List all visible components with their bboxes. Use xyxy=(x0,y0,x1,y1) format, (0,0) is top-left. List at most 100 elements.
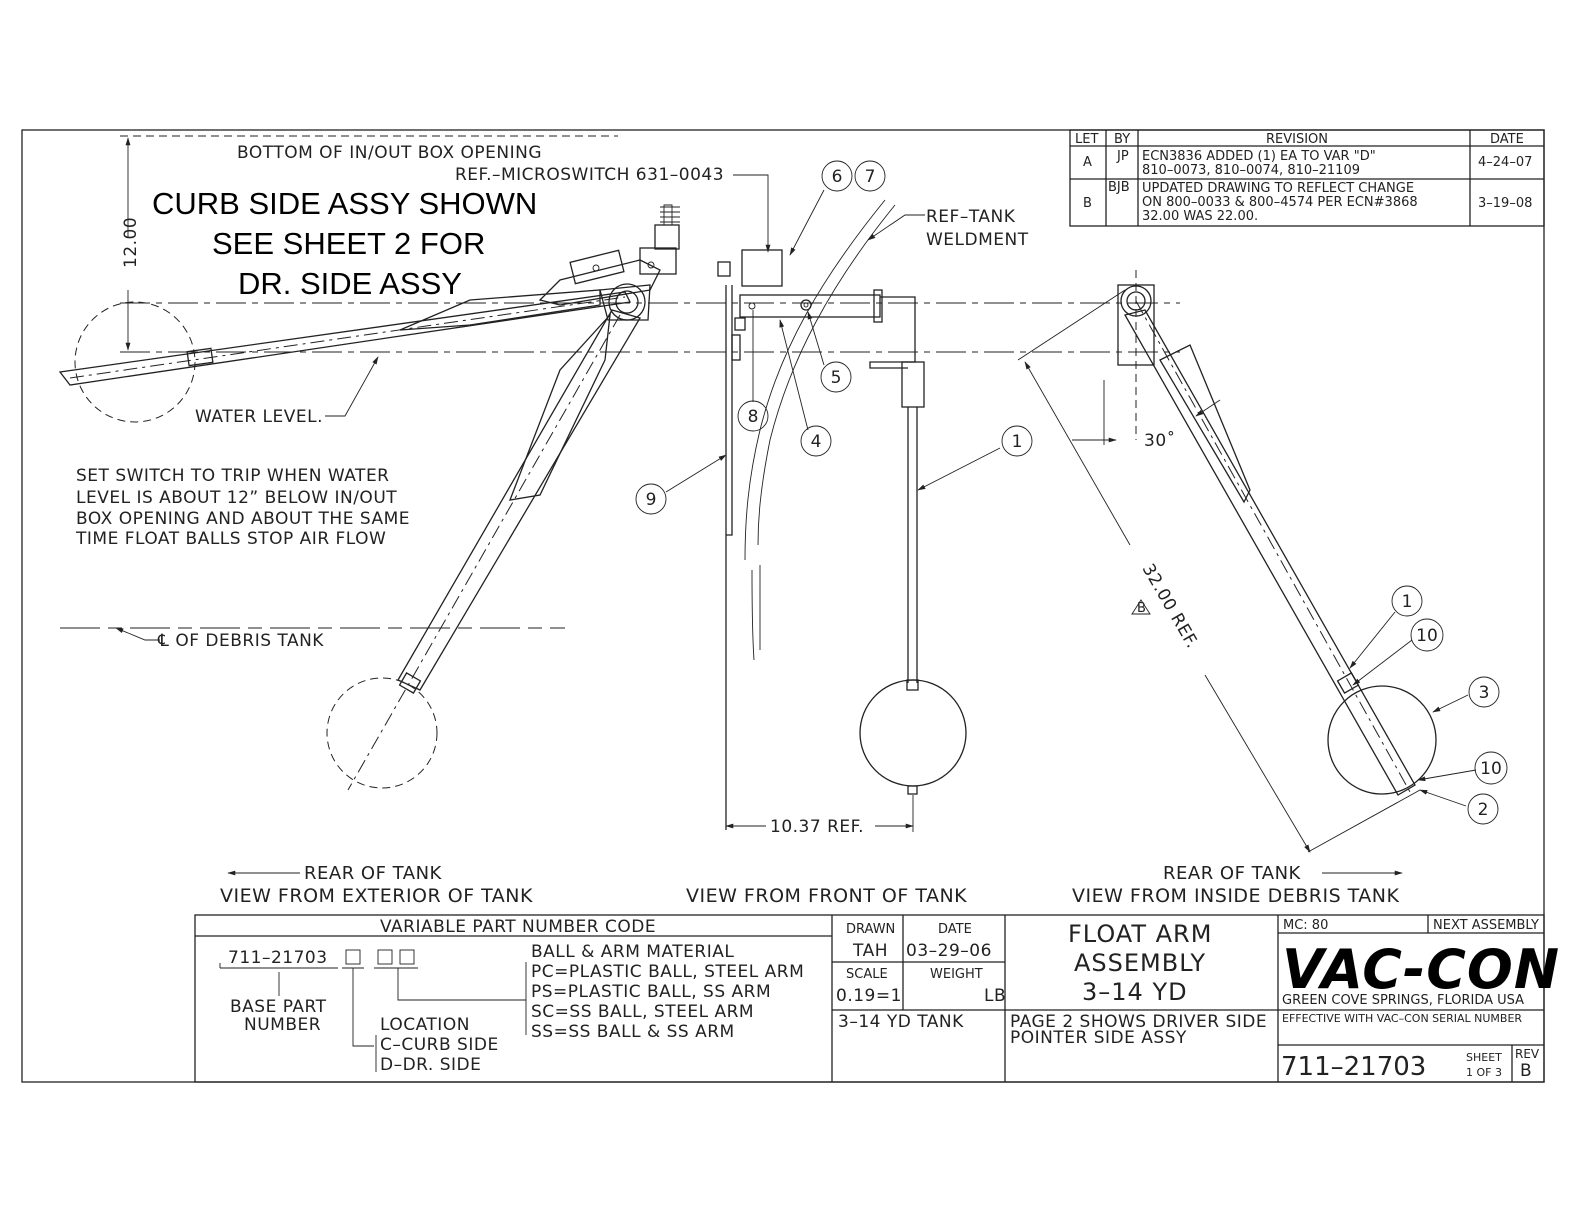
set-switch-line-4: TIME FLOAT BALLS STOP AIR FLOW xyxy=(75,529,386,549)
dim-1037: 10.37 REF. xyxy=(770,817,864,837)
rev-a-line-2: 810–0073, 810–0074, 810–21109 xyxy=(1142,163,1360,178)
svg-text:10: 10 xyxy=(1416,626,1438,646)
svg-text:7: 7 xyxy=(865,167,876,187)
balloon-4: 4 xyxy=(800,425,832,457)
debris-tank-centerline: ℄ OF DEBRIS TANK xyxy=(157,631,324,651)
mc-code: MC: 80 xyxy=(1283,918,1328,933)
sheet-label: SHEET xyxy=(1466,1051,1502,1064)
scale-label: SCALE xyxy=(846,967,888,982)
angle-30: 30˚ xyxy=(1144,430,1176,451)
set-switch-line-2: LEVEL IS ABOUT 12” BELOW IN/OUT xyxy=(76,488,397,508)
inside-view: 30˚ 32.00 REF. B xyxy=(1017,270,1477,853)
company-location: GREEN COVE SPRINGS, FLORIDA USA xyxy=(1282,993,1524,1008)
rev-flag: B xyxy=(1137,601,1146,616)
view-exterior-caption: VIEW FROM EXTERIOR OF TANK xyxy=(220,885,533,907)
set-switch-line-1: SET SWITCH TO TRIP WHEN WATER xyxy=(76,466,390,486)
rev-a-let: A xyxy=(1083,155,1092,170)
headline-curb-side: CURB SIDE ASSY SHOWN xyxy=(152,186,537,221)
float-ball-upper xyxy=(74,301,196,423)
page-note-2: POINTER SIDE ASSY xyxy=(1010,1028,1187,1048)
balloon-9: 9 xyxy=(635,483,667,515)
effective-note: EFFECTIVE WITH VAC–CON SERIAL NUMBER xyxy=(1282,1012,1522,1025)
headline-dr-side: DR. SIDE ASSY xyxy=(238,266,462,301)
base-label-2: NUMBER xyxy=(244,1015,321,1035)
drawing-number: 711–21703 xyxy=(1281,1052,1426,1082)
rear-of-tank-right: REAR OF TANK xyxy=(1163,863,1302,884)
exterior-view: 12.00 BOTTOM OF IN/OUT BOX OPENING REF.–… xyxy=(58,135,1180,791)
date-label: DATE xyxy=(938,922,972,937)
svg-text:5: 5 xyxy=(831,368,842,388)
rev-b-line-1: UPDATED DRAWING TO REFLECT CHANGE xyxy=(1142,181,1414,196)
svg-text:6: 6 xyxy=(832,167,843,187)
company-logo: VAC-CON xyxy=(1282,938,1560,1001)
svg-text:10: 10 xyxy=(1480,759,1502,779)
title-line-2: ASSEMBLY xyxy=(1074,949,1206,977)
svg-text:3: 3 xyxy=(1479,683,1490,703)
headline-see-sheet: SEE SHEET 2 FOR xyxy=(212,226,485,261)
rev-a-date: 4–24–07 xyxy=(1478,155,1532,170)
balloon-3: 3 xyxy=(1468,676,1500,708)
title-line-1: FLOAT ARM xyxy=(1068,920,1212,948)
tank-size: 3–14 YD TANK xyxy=(838,1012,964,1032)
sheet-value: 1 OF 3 xyxy=(1466,1066,1502,1079)
date-value: 03–29–06 xyxy=(906,941,992,961)
rev-b-by: BJB xyxy=(1108,180,1130,195)
drawn-value: TAH xyxy=(852,941,888,961)
rev-a-by: JP xyxy=(1116,149,1129,164)
location-d: D–DR. SIDE xyxy=(380,1055,481,1075)
rev-value: B xyxy=(1520,1061,1532,1081)
rev-b-let: B xyxy=(1083,196,1092,211)
view-inside-caption: VIEW FROM INSIDE DEBRIS TANK xyxy=(1072,885,1400,907)
front-view: REF–TANK WELDMENT 10.37 REF. xyxy=(665,189,1029,837)
svg-text:9: 9 xyxy=(646,490,657,510)
svg-text:4: 4 xyxy=(811,432,822,452)
title-line-3: 3–14 YD xyxy=(1082,978,1188,1006)
balloon-10-lower: 10 xyxy=(1474,751,1508,785)
material-sc: SC=SS BALL, STEEL ARM xyxy=(531,1002,754,1022)
weight-unit: LB xyxy=(984,986,1006,1006)
dim-32: 32.00 REF. xyxy=(1138,561,1202,652)
base-label-1: BASE PART xyxy=(230,997,327,1017)
balloon-8: 8 xyxy=(737,400,769,432)
balloon-7: 7 xyxy=(854,160,886,192)
svg-text:1: 1 xyxy=(1402,592,1413,612)
rev-b-date: 3–19–08 xyxy=(1478,196,1532,211)
svg-text:1: 1 xyxy=(1012,432,1023,452)
balloon-2: 2 xyxy=(1467,793,1499,825)
revision-table: LET BY REVISION DATE A JP ECN3836 ADDED … xyxy=(1069,129,1545,227)
rev-header-revision: REVISION xyxy=(1266,132,1328,147)
rear-of-tank-left: REAR OF TANK xyxy=(304,863,443,884)
water-level-note: WATER LEVEL. xyxy=(195,407,323,427)
float-ball-front xyxy=(859,679,967,787)
scale-value: 0.19=1 xyxy=(836,986,902,1006)
float-ball-inside xyxy=(1327,685,1437,795)
bottom-opening-note: BOTTOM OF IN/OUT BOX OPENING xyxy=(237,143,542,163)
material-pc: PC=PLASTIC BALL, STEEL ARM xyxy=(531,962,804,982)
tank-weldment-line-2: WELDMENT xyxy=(926,230,1029,250)
material-ps: PS=PLASTIC BALL, SS ARM xyxy=(531,982,771,1002)
float-ball-lower xyxy=(326,677,438,789)
dim-12: 12.00 xyxy=(121,217,141,268)
rev-label: REV xyxy=(1515,1047,1540,1061)
material-header: BALL & ARM MATERIAL xyxy=(531,942,734,962)
balloon-10-upper: 10 xyxy=(1410,618,1444,652)
balloon-6: 6 xyxy=(821,160,853,192)
next-assembly: NEXT ASSEMBLY xyxy=(1433,918,1539,933)
balloon-1-inside: 1 xyxy=(1391,585,1423,617)
rev-a-line-1: ECN3836 ADDED (1) EA TO VAR "D" xyxy=(1142,149,1376,164)
view-front-caption: VIEW FROM FRONT OF TANK xyxy=(686,885,967,907)
tank-weldment-line-1: REF–TANK xyxy=(926,207,1016,227)
location-c: C–CURB SIDE xyxy=(380,1035,499,1055)
page-note-1: PAGE 2 SHOWS DRIVER SIDE xyxy=(1010,1012,1267,1032)
rev-b-line-3: 32.00 WAS 22.00. xyxy=(1142,209,1258,224)
rev-b-line-2: ON 800–0033 & 800–4574 PER ECN#3868 xyxy=(1142,195,1418,210)
variable-code-header: VARIABLE PART NUMBER CODE xyxy=(380,917,656,937)
material-ss: SS=SS BALL & SS ARM xyxy=(531,1022,735,1042)
base-part-number: 711–21703 xyxy=(228,948,328,968)
balloon-1-front: 1 xyxy=(1001,425,1033,457)
rev-header-date: DATE xyxy=(1490,132,1524,147)
rev-header-let: LET xyxy=(1075,132,1098,147)
weight-label: WEIGHT xyxy=(930,967,983,982)
rev-header-by: BY xyxy=(1114,132,1130,147)
